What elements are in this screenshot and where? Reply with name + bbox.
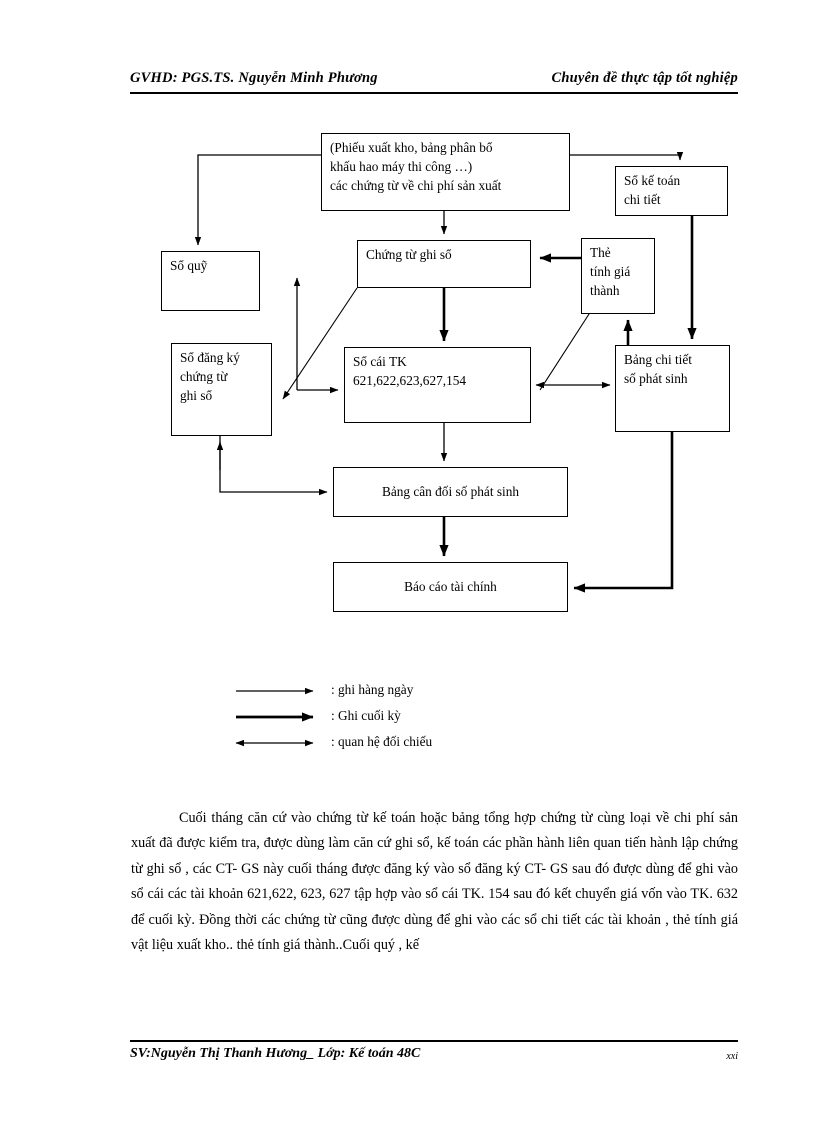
header-title: Chuyên đề thực tập tốt nghiệp <box>551 70 738 86</box>
node-financial-report: Báo cáo tài chính <box>333 562 568 612</box>
node-financial-report-line1: Báo cáo tài chính <box>404 578 497 594</box>
footer-page-number: xxi <box>726 1051 738 1062</box>
node-detail-table-line1: Bảng chi tiết <box>624 352 692 367</box>
node-source-documents-line2: khấu hao máy thi công …) <box>330 158 473 174</box>
header-supervisor: GVHD: PGS.TS. Nguyễn Minh Phương <box>130 70 378 86</box>
node-voucher: Chứng từ ghi sổ <box>357 240 531 288</box>
header-rule <box>130 92 738 94</box>
page-header: GVHD: PGS.TS. Nguyễn Minh Phương Chuyên … <box>130 70 738 100</box>
footer-rule <box>130 1040 738 1042</box>
node-cost-card-line1: Thẻ <box>590 245 611 260</box>
node-cost-card-line2: tính giá <box>590 263 631 279</box>
node-source-documents: (Phiếu xuất kho, bảng phân bổ khấu hao m… <box>321 133 570 211</box>
node-general-ledger-line1: Sổ cái TK <box>353 354 407 369</box>
accounting-flowchart: (Phiếu xuất kho, bảng phân bổ khấu hao m… <box>161 133 730 612</box>
node-voucher-register-line2: chứng từ <box>180 368 228 384</box>
node-detail-ledger-line2: chi tiết <box>624 191 661 207</box>
node-voucher-register: Sổ đăng ký chứng từ ghi sổ <box>171 343 272 436</box>
node-source-documents-line1: (Phiếu xuất kho, bảng phân bổ <box>330 140 493 155</box>
node-source-documents-line3: các chứng từ về chi phí sản xuất <box>330 177 502 193</box>
node-detail-table: Bảng chi tiết số phát sinh <box>615 345 730 432</box>
legend-label-daily: : ghi hàng ngày <box>331 682 414 697</box>
node-detail-table-line2: số phát sinh <box>624 370 688 386</box>
node-cost-card: Thẻ tính giá thành <box>581 238 655 314</box>
legend-arrow-glyphs <box>235 687 314 747</box>
node-detail-ledger-line1: Sổ kế toán <box>624 173 681 188</box>
footer-student: SV:Nguyễn Thị Thanh Hương_ Lớp: Kế toán … <box>130 1046 421 1061</box>
flowchart-connectors <box>194 152 697 593</box>
node-cost-card-line3: thành <box>590 282 620 298</box>
node-trial-balance: Bảng cân đối số phát sinh <box>333 467 568 517</box>
node-voucher-register-line1: Sổ đăng ký <box>180 350 240 365</box>
node-cash-book-line1: Sổ quỹ <box>170 258 208 273</box>
page-footer: SV:Nguyễn Thị Thanh Hương_ Lớp: Kế toán … <box>130 1040 738 1074</box>
node-cash-book: Sổ quỹ <box>161 251 260 311</box>
node-voucher-register-line3: ghi sổ <box>180 387 213 403</box>
node-detail-ledger: Sổ kế toán chi tiết <box>615 166 728 216</box>
body-paragraph: Cuối tháng căn cứ vào chứng từ kế toán h… <box>131 810 738 954</box>
node-trial-balance-line1: Bảng cân đối số phát sinh <box>381 483 519 499</box>
flowchart-legend: : ghi hàng ngày : Ghi cuối kỳ : quan hệ … <box>0 670 816 780</box>
node-voucher-line1: Chứng từ ghi sổ <box>366 247 452 262</box>
legend-label-period-end: : Ghi cuối kỳ <box>331 708 401 723</box>
node-general-ledger-line2: 621,622,623,627,154 <box>353 372 467 388</box>
node-general-ledger: Sổ cái TK 621,622,623,627,154 <box>344 347 531 423</box>
legend-label-reconciliation: : quan hệ đối chiếu <box>331 734 433 749</box>
